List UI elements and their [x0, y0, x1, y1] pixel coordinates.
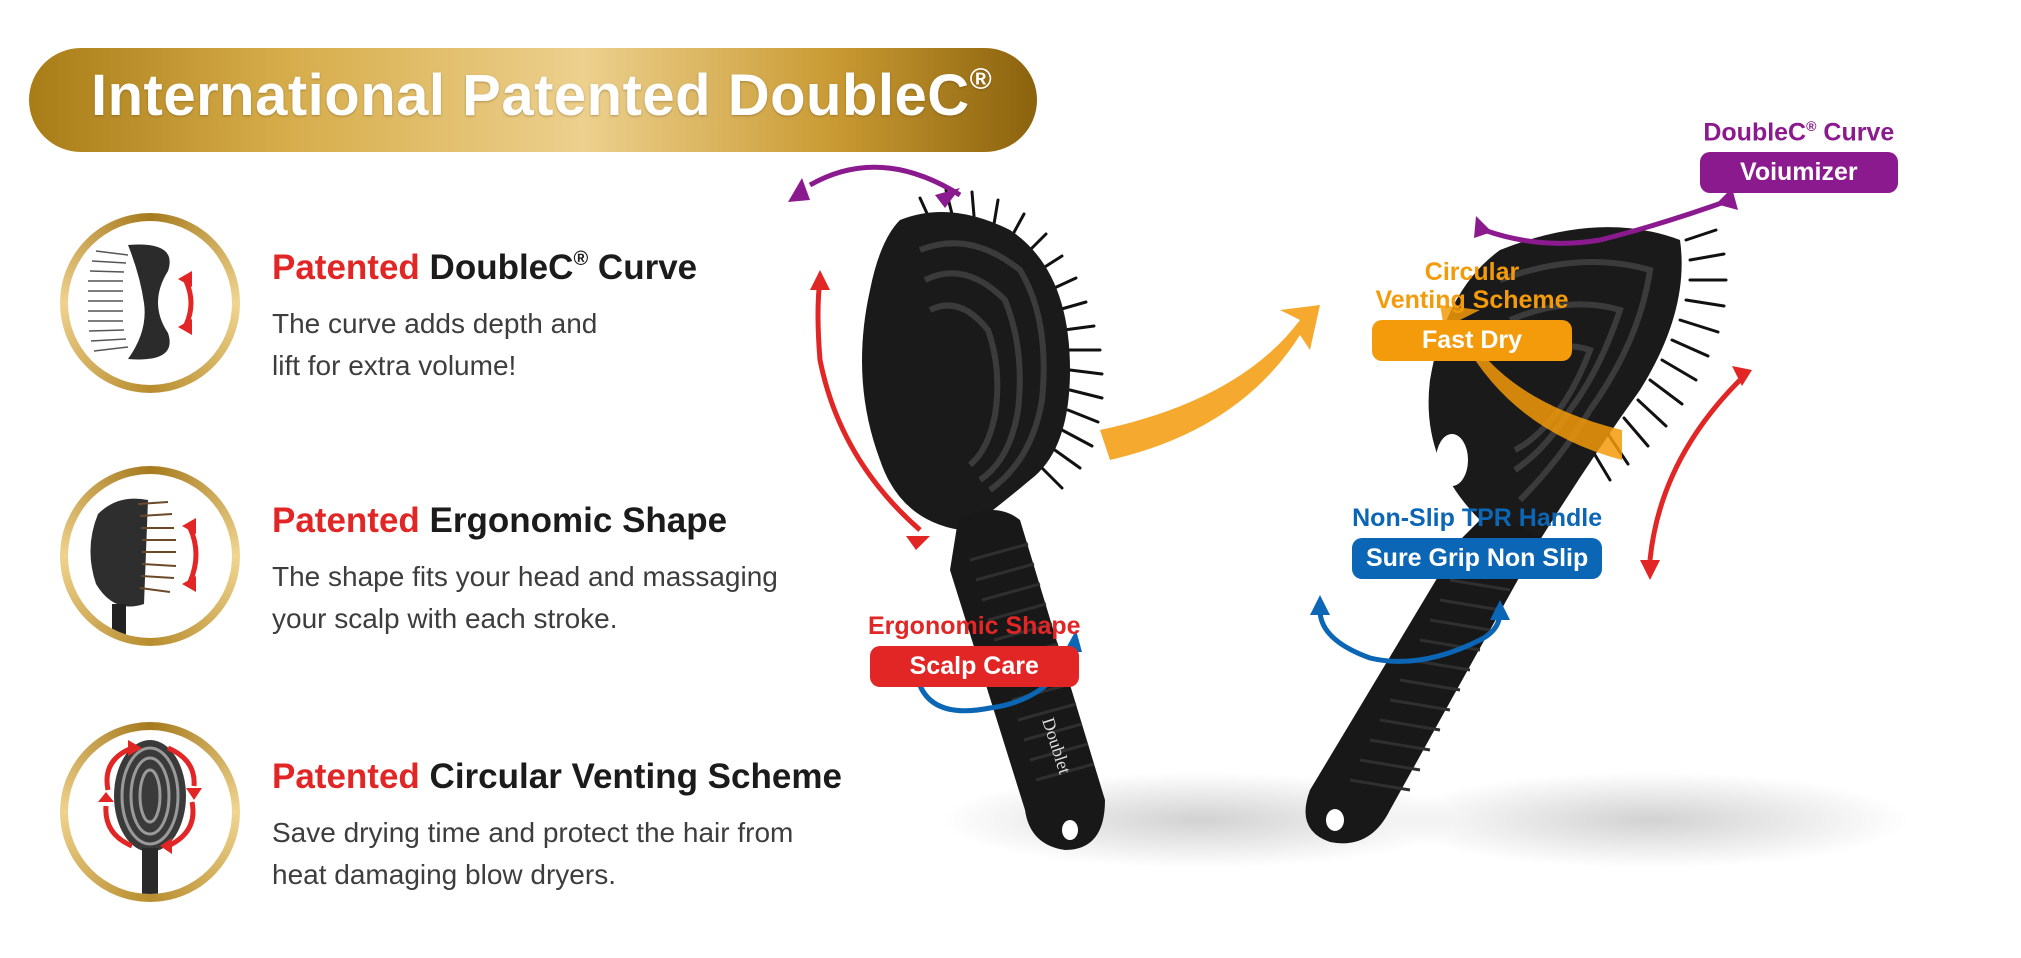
product-illustration: Doublet — [780, 160, 2021, 958]
arrow-head — [1732, 366, 1752, 386]
registered-mark: ® — [573, 248, 589, 270]
feature-description: The curve adds depth and lift for extra … — [272, 303, 892, 387]
left-brush: Doublet — [862, 188, 1105, 850]
curve-brush-icon — [68, 221, 232, 385]
label-title: Ergonomic Shape — [868, 612, 1081, 640]
arrow-head — [810, 270, 830, 290]
ergonomic-arrows — [815, 279, 1742, 561]
registered-mark: ® — [969, 63, 993, 96]
label-ergonomic-shape: Ergonomic Shape Scalp Care — [868, 612, 1081, 687]
description-line: Save drying time and protect the hair fr… — [272, 817, 794, 848]
label-doublec-curve: DoubleC® Curve Voiumizer — [1700, 112, 1898, 194]
arrow-head — [1640, 560, 1660, 580]
right-brush — [1305, 227, 1728, 844]
arrow-head — [1310, 595, 1330, 615]
banner-title-text: International Patented DoubleC — [91, 63, 970, 128]
feature-prefix: Patented — [272, 757, 420, 796]
curve-arrows — [808, 164, 1731, 246]
feature-prefix: Patented — [272, 501, 420, 540]
description-line: The curve adds depth and — [272, 308, 598, 339]
description-line: The shape fits your head and massaging — [272, 561, 778, 592]
label-circular-venting: Circular Venting Scheme Fast Dry — [1372, 258, 1573, 361]
venting-brush-icon — [68, 730, 232, 894]
feature-description: Save drying time and protect the hair fr… — [272, 812, 892, 896]
feature-name-suffix: Curve — [588, 248, 698, 287]
label-non-slip-handle: Non-Slip TPR Handle Sure Grip Non Slip — [1352, 504, 1603, 579]
registered-mark: ® — [1806, 118, 1817, 134]
label-pill: Fast Dry — [1372, 320, 1573, 361]
label-title-text: DoubleC — [1703, 118, 1807, 147]
description-line: your scalp with each stroke. — [272, 603, 618, 634]
label-title: Circular — [1424, 258, 1520, 286]
banner-title: International Patented DoubleC® — [91, 62, 992, 129]
feature-circular-venting: Patented Circular Venting Scheme Save dr… — [60, 722, 860, 902]
feature-ring — [60, 466, 240, 646]
feature-name: Circular Venting Scheme — [429, 757, 842, 796]
label-pill: Scalp Care — [869, 646, 1079, 687]
arrow-head — [1716, 188, 1738, 210]
brush-shadow — [1390, 772, 1910, 868]
label-title-suffix: Curve — [1816, 118, 1895, 147]
label-pill: Voiumizer — [1700, 152, 1898, 194]
feature-title: Patented Ergonomic Shape — [272, 501, 727, 541]
feature-name: DoubleC — [429, 248, 574, 287]
arrow-head — [788, 178, 810, 202]
feature-title: Patented DoubleC® Curve — [272, 248, 697, 288]
description-line: heat damaging blow dryers. — [272, 859, 616, 890]
arrow-head — [906, 536, 930, 550]
vent-arrow-left — [1100, 305, 1320, 460]
feature-ergonomic-shape: Patented Ergonomic Shape The shape fits … — [60, 466, 860, 646]
feature-name: Ergonomic Shape — [429, 501, 728, 540]
feature-ring — [60, 722, 240, 902]
description-line: lift for extra volume! — [272, 350, 517, 381]
label-title: DoubleC® Curve — [1700, 112, 1898, 146]
vent-arrow-right — [1440, 305, 1622, 460]
label-title: Venting Scheme — [1375, 286, 1569, 314]
ergonomic-brush-icon — [68, 474, 232, 638]
feature-ring — [60, 213, 240, 393]
label-title: Non-Slip TPR Handle — [1352, 504, 1603, 532]
title-banner: International Patented DoubleC® — [29, 48, 1037, 152]
feature-description: The shape fits your head and massaging y… — [272, 556, 892, 640]
feature-title: Patented Circular Venting Scheme — [272, 757, 842, 797]
arrow-head — [935, 188, 960, 208]
feature-doublec-curve: Patented DoubleC® Curve The curve adds d… — [60, 213, 860, 393]
arrow-head — [1490, 600, 1510, 620]
feature-prefix: Patented — [272, 248, 420, 287]
label-pill: Sure Grip Non Slip — [1352, 538, 1603, 579]
arrow-head — [1474, 216, 1492, 238]
